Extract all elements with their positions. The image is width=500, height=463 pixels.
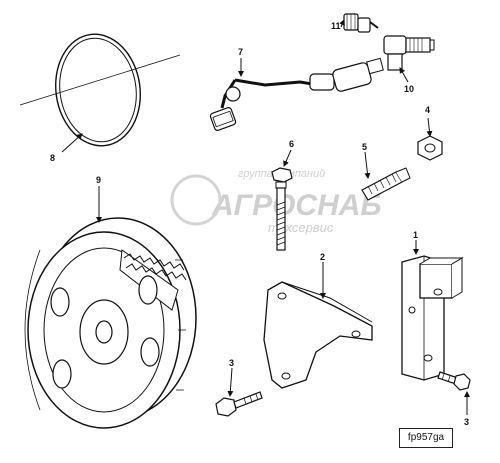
- callout-1: 1: [413, 230, 418, 240]
- callout-2: 2: [320, 252, 325, 262]
- figure-reference-label: fp957ga: [399, 428, 453, 448]
- watermark-logo-icon: [170, 174, 222, 226]
- part-11-connector: [343, 13, 379, 33]
- callout-labels: 11 7 10 4 5 6 8 9 1 2 3 3: [50, 21, 469, 427]
- callout-3-right: 3: [464, 417, 469, 427]
- part-5-stud: [361, 167, 411, 201]
- part-10-tee-fitting: [383, 35, 435, 71]
- part-3-bolt-left: [215, 391, 263, 417]
- part-7-fuel-line: [209, 57, 384, 131]
- callout-4: 4: [425, 105, 430, 115]
- callout-5: 5: [362, 142, 367, 152]
- part-3-bolt-right: [437, 371, 471, 391]
- part-2-bracket: [263, 281, 373, 389]
- callout-6: 6: [289, 139, 294, 149]
- callout-9: 9: [96, 175, 101, 185]
- part-6-bolt: [271, 167, 293, 251]
- part-9-gear: [24, 217, 197, 429]
- part-8-o-ring: [19, 33, 181, 147]
- callout-11: 11: [331, 21, 341, 31]
- callout-7: 7: [238, 47, 243, 57]
- leader-lines: [61, 19, 470, 415]
- callout-8: 8: [50, 153, 55, 163]
- callout-3-left: 3: [229, 358, 234, 368]
- callout-10: 10: [404, 84, 414, 94]
- watermark-main-text: АГРОСНАБ: [211, 189, 382, 222]
- part-1-mounting-plate: [401, 255, 464, 381]
- part-4-nut: [417, 135, 443, 161]
